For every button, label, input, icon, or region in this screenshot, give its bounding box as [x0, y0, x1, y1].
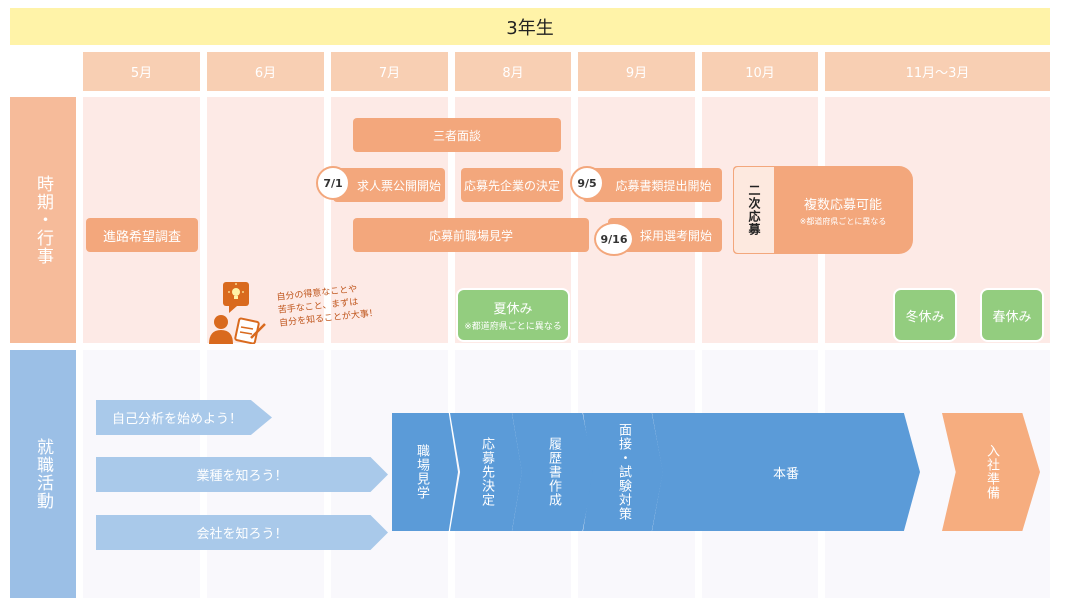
prep-arrow-label: 自己分析を始めよう！	[111, 412, 242, 427]
month-label: 5月	[130, 66, 153, 81]
holiday-spring: 春休み	[980, 288, 1044, 342]
holiday-label: 夏休み	[493, 302, 533, 317]
month-label: 9月	[625, 66, 648, 81]
month-label: 10月	[745, 66, 775, 81]
prep-arrow-kaisha: 会社を知ろう！	[96, 515, 388, 550]
date-badge-sept-5: 9/5	[570, 166, 604, 200]
prep-arrow-jiko-bunseki: 自己分析を始めよう！	[96, 400, 272, 435]
month-header-nov-mar: 11月～3月	[825, 52, 1050, 91]
date-label: 7/1	[323, 176, 343, 190]
step-rirekisho-sakusei: 履歴書作成	[512, 413, 594, 531]
person-idea-icon	[209, 282, 266, 344]
step-nyusha-junbi: 入社準備	[942, 413, 1040, 531]
niji-oubo-label: 二次応募	[734, 167, 774, 253]
step-label: 本番	[772, 466, 799, 482]
prep-arrow-gyoshu: 業種を知ろう！	[96, 457, 388, 492]
step-label: 履歴書作成	[546, 437, 561, 507]
month-label: 8月	[502, 66, 524, 81]
step-label: 応募先決定	[479, 437, 494, 507]
event-label: 複数応募可能	[803, 197, 882, 213]
prep-arrow-label: 会社を知ろう！	[196, 527, 288, 542]
event-label: 進路希望調査	[102, 229, 181, 245]
event-label: 三者面談	[432, 128, 481, 143]
event-label: 求人票公開開始	[356, 178, 441, 193]
step-shokuba-kengaku: 職場見学	[392, 413, 458, 531]
niji-oubo-text: 二次応募	[747, 184, 761, 236]
title-text: 3年生	[506, 17, 554, 39]
page-title: 3年生	[10, 8, 1050, 45]
prep-arrow-label: 業種を知ろう！	[196, 469, 288, 484]
event-shinro-chosa: 進路希望調査	[86, 218, 198, 252]
event-shorui-teishutsu: 応募書類提出開始	[583, 168, 722, 202]
holiday-summer: 夏休み ※都道府県ごとに異なる	[456, 288, 570, 342]
step-oubosaki-kettei: 応募先決定	[450, 413, 522, 531]
step-honban: 本番	[652, 413, 920, 531]
event-label: 応募前職場見学	[428, 228, 513, 243]
events-row-label-text: 時期・行事	[33, 175, 53, 265]
month-header-august: 8月	[455, 52, 571, 91]
date-label: 9/16	[600, 232, 628, 246]
step-mensetsu-taisaku: 面接・試験対策	[583, 413, 663, 531]
month-label: 11月～3月	[905, 66, 970, 81]
month-header-may: 5月	[83, 52, 200, 91]
date-badge-sept-16: 9/16	[594, 222, 634, 256]
date-badge-july-1: 7/1	[316, 166, 350, 200]
month-header-july: 7月	[331, 52, 448, 91]
job-row-label-text: 就職活動	[33, 438, 53, 510]
month-header-october: 10月	[702, 52, 818, 91]
holiday-label: 冬休み	[905, 309, 945, 325]
month-label: 7月	[378, 66, 401, 81]
event-shokuba-kengaku: 応募前職場見学	[353, 218, 589, 252]
month-header-september: 9月	[578, 52, 695, 91]
holiday-winter: 冬休み	[893, 288, 957, 342]
month-header-june: 6月	[207, 52, 324, 91]
events-row-label: 時期・行事	[10, 97, 76, 343]
step-label: 入社準備	[984, 444, 999, 500]
holiday-note: ※都道府県ごとに異なる	[464, 322, 562, 332]
job-row-label: 就職活動	[10, 350, 76, 598]
step-label: 職場見学	[414, 444, 429, 500]
event-oubosaki-kettei: 応募先企業の決定	[461, 168, 563, 202]
holiday-label: 春休み	[992, 309, 1032, 325]
date-label: 9/5	[577, 176, 597, 190]
event-label: 応募先企業の決定	[463, 178, 560, 193]
event-kyujin-kokai: 求人票公開開始	[333, 168, 445, 202]
event-sansha-mendan: 三者面談	[353, 118, 561, 152]
month-label: 6月	[254, 66, 277, 81]
event-note: ※都道府県ごとに異なる	[799, 216, 887, 226]
event-label: 応募書類提出開始	[615, 178, 712, 193]
event-label: 採用選考開始	[639, 228, 712, 243]
step-label: 面接・試験対策	[616, 423, 631, 521]
